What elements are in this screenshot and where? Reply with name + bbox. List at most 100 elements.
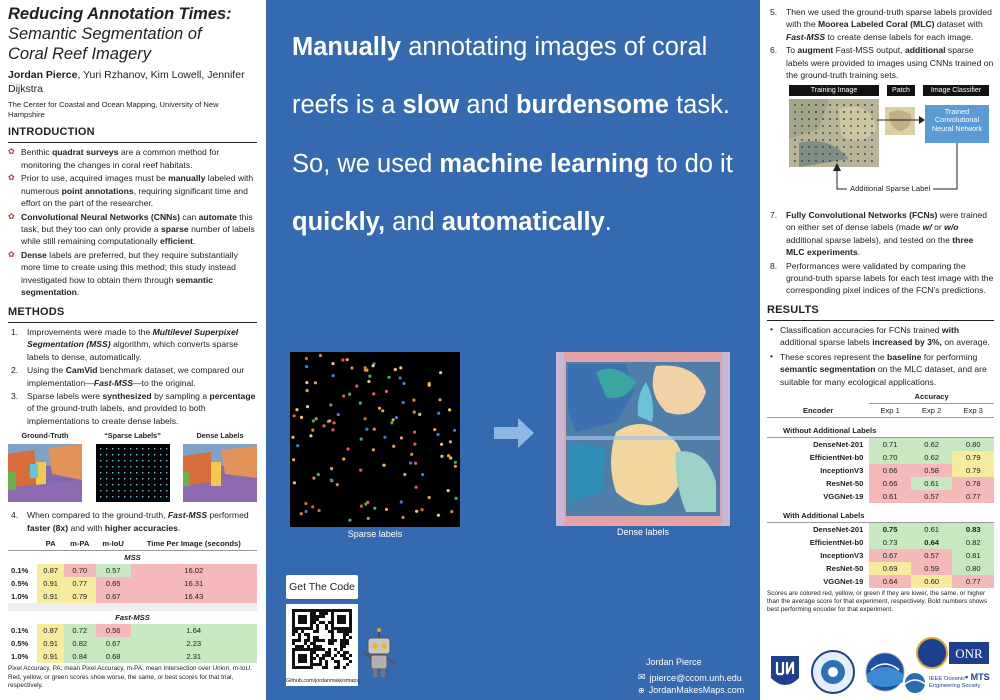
right-column: 5.Then we used the ground-truth sparse l… bbox=[761, 0, 1000, 700]
statement-emphasis: burdensome bbox=[515, 91, 669, 120]
encoder-name: EfficientNet-b0 bbox=[809, 452, 864, 462]
table-cell: 0.87 bbox=[37, 564, 64, 578]
methods-item: 3.Sparse labels were synthesized by samp… bbox=[8, 390, 257, 427]
sparse-labels-panel: “Sparse Labels” bbox=[95, 431, 170, 505]
right-content: 5.Then we used the ground-truth sparse l… bbox=[767, 6, 994, 615]
title-line1: Reducing Annotation Times: bbox=[8, 5, 232, 23]
table-cell: 0.87 bbox=[37, 624, 64, 638]
table-cell: 0.66 bbox=[869, 476, 911, 490]
body-text: Prior to use, acquired images must be bbox=[21, 173, 169, 184]
table-cell: 0.57 bbox=[910, 489, 953, 503]
results-heading: RESULTS bbox=[767, 303, 994, 321]
results-item: These scores represent the baseline for … bbox=[767, 350, 994, 388]
emphasis-text: semantic segmentation bbox=[780, 364, 876, 375]
dense-labels-image bbox=[183, 443, 257, 502]
emphasis-text: Fast-MSS bbox=[93, 377, 134, 388]
table-cell: 0.66 bbox=[869, 463, 911, 477]
steps-7-8: 7.Fully Convolutional Networks (FCNs) we… bbox=[767, 209, 994, 297]
body-text: Sparse labels were bbox=[27, 390, 103, 401]
emphasis-text: automate bbox=[198, 211, 237, 222]
table-group-label: Without Additional Labels bbox=[767, 423, 994, 438]
table-cell: 16.02 bbox=[130, 564, 257, 578]
robot-icon bbox=[362, 628, 396, 677]
title-line3: Coral Reef Imagery bbox=[8, 45, 152, 64]
dense-labels-figure bbox=[556, 352, 730, 526]
body-text: this task, but they too can only provide… bbox=[21, 211, 253, 235]
row-label: 1.0% bbox=[11, 592, 29, 602]
step-item: 7.Fully Convolutional Networks (FCNs) we… bbox=[767, 209, 994, 259]
results-table-caption: Scores are colored red, yellow, or green… bbox=[767, 589, 988, 614]
emphasis-text: Dense bbox=[21, 249, 47, 260]
body-text: When compared to the ground-truth, bbox=[27, 510, 168, 521]
table-cell: 0.69 bbox=[869, 561, 911, 575]
github-link[interactable]: Github.com/jordanmakesmaps bbox=[286, 678, 360, 684]
contact-site[interactable]: JordanMakesMaps.com bbox=[648, 685, 745, 695]
statement-text: and bbox=[459, 91, 516, 120]
figure-label: Ground-Truth bbox=[21, 431, 69, 441]
table-cell: 0.65 bbox=[95, 577, 131, 591]
statement-emphasis: quickly, bbox=[292, 208, 386, 237]
body-text: Performances were validated by comparing… bbox=[786, 260, 994, 296]
encoder-name: DenseNet-201 bbox=[813, 524, 864, 534]
body-text: were trained on either set of dense labe… bbox=[786, 209, 988, 233]
lead-author: Jordan Pierce bbox=[8, 69, 78, 82]
contact-site-row[interactable]: ⊕JordanMakesMaps.com bbox=[638, 685, 744, 695]
noaa-logo-icon bbox=[865, 652, 905, 692]
mss-table-caption: Pixel Accuracy, PA; mean Pixel Accuracy,… bbox=[8, 665, 252, 689]
table-cell: 0.73 bbox=[869, 535, 911, 549]
body-text: Fast-MSS output, bbox=[833, 45, 905, 56]
training-image bbox=[789, 98, 879, 167]
ground-truth-panel: Ground-Truth bbox=[8, 431, 82, 505]
segmentation-figure: Ground-Truth “Sparse Labels” bbox=[8, 431, 257, 505]
contact-email[interactable]: jpierce@ccom.unh.edu bbox=[649, 672, 742, 683]
methods-list-continued: 4.When compared to the ground-truth, Fas… bbox=[8, 509, 257, 534]
figure-label: “Sparse Labels” bbox=[104, 431, 161, 441]
table-cell: 0.82 bbox=[63, 637, 96, 651]
table-cell: 0.91 bbox=[37, 637, 64, 651]
emphasis-text: w/ bbox=[922, 222, 932, 233]
body-text: Then we used the ground-truth sparse lab… bbox=[786, 7, 992, 30]
emphasis-text: higher accuracies bbox=[104, 522, 178, 533]
body-text: Classification accuracies for FCNs train… bbox=[780, 324, 942, 335]
table-cell: 2.31 bbox=[130, 650, 257, 664]
title-line2: Semantic Segmentation of bbox=[8, 25, 202, 44]
body-text: of the ground-truth labels, and provided… bbox=[27, 403, 206, 426]
contact-email-row[interactable]: ✉jpierce@ccom.unh.edu bbox=[638, 672, 742, 683]
table-header: PA bbox=[37, 537, 64, 552]
mail-icon: ✉ bbox=[638, 672, 646, 682]
body-text: or bbox=[931, 222, 945, 233]
table-group-label: With Additional Labels bbox=[767, 508, 994, 523]
emphasis-text: additional bbox=[904, 45, 946, 56]
table-cell: 0.81 bbox=[952, 548, 994, 562]
emphasis-text: augment bbox=[797, 45, 834, 56]
encoder-name: ResNet-50 bbox=[826, 563, 864, 573]
methods-item: 1.Improvements were made to the Multilev… bbox=[8, 326, 257, 363]
get-the-code-button[interactable]: Get The Code bbox=[286, 575, 358, 599]
qr-code-icon bbox=[292, 609, 352, 669]
step-number: 1. bbox=[11, 326, 19, 337]
table-header: m-IoU bbox=[95, 537, 131, 552]
steps-5-6: 5.Then we used the ground-truth sparse l… bbox=[767, 6, 994, 82]
experiment-header: Exp 2 bbox=[910, 403, 953, 419]
table-header bbox=[8, 537, 38, 552]
table-cell: 0.77 bbox=[952, 489, 994, 503]
qr-code-card[interactable]: Github.com/jordanmakesmaps bbox=[286, 604, 360, 686]
step-number: 4. bbox=[11, 510, 19, 521]
emphasis-text: Fully Convolutional Networks (FCNs) bbox=[786, 209, 938, 220]
table-cell: 0.77 bbox=[63, 577, 96, 591]
table-header: m-PA bbox=[63, 537, 96, 552]
table-cell: 0.64 bbox=[869, 574, 911, 588]
emphasis-text: w/o bbox=[944, 222, 959, 233]
ieee-oes-logo-icon bbox=[904, 673, 926, 693]
trained-cnn-box: Trained Convolutional Neural Network bbox=[925, 104, 989, 143]
ieee-line2: Engineering Society bbox=[929, 683, 981, 690]
body-text: labeled with numerous bbox=[21, 173, 254, 196]
intro-list: Benthic quadrat surveys are a common met… bbox=[8, 146, 257, 298]
table-cell: 0.91 bbox=[37, 577, 64, 591]
